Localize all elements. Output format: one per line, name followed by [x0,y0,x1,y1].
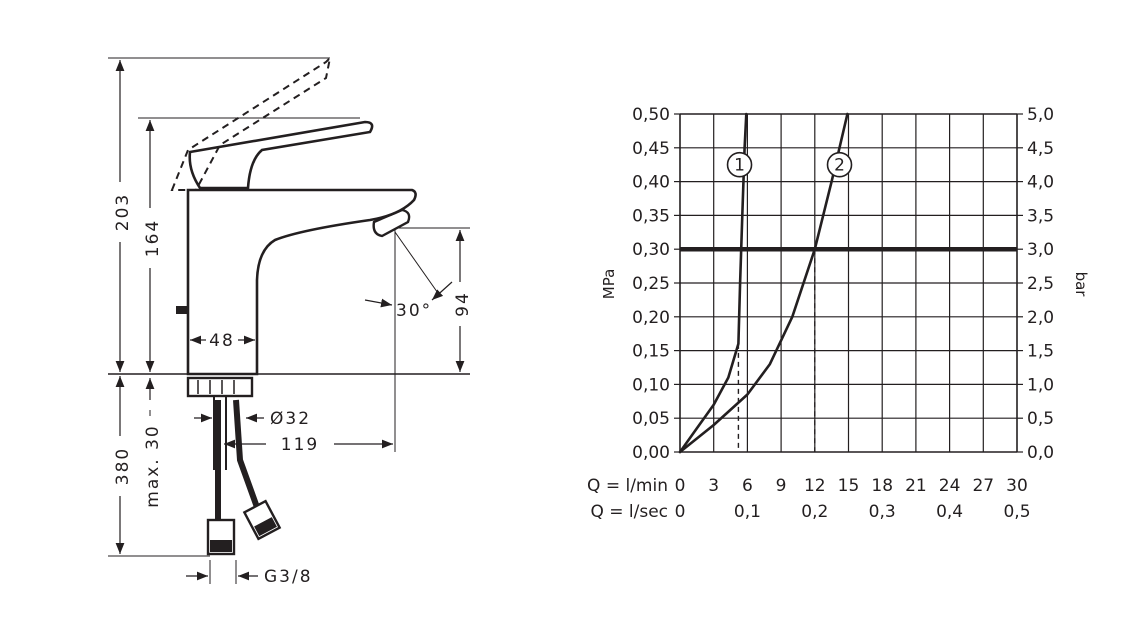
series-marker-1 [726,151,753,178]
lever-handle [188,120,374,190]
y-tick-left: 0,05 [632,409,670,429]
dim-connection-thread: G3/8 [264,567,313,587]
x-tick-min: 3 [708,476,719,496]
x-tick-sec: 0,1 [734,502,761,522]
lever-open-outline [170,54,332,191]
chart-grid [674,113,1023,453]
dim-body-width: 48 [209,331,235,351]
dim-spout-height: 94 [453,291,473,317]
y-tick-right: 0,5 [1027,409,1054,429]
y-tick-left: 0,50 [632,105,670,125]
y-tick-right: 1,0 [1027,375,1054,395]
faucet-body [186,188,417,376]
dim-spout-reach: 119 [281,435,319,455]
aerator [372,208,411,238]
y-tick-right: 4,0 [1027,173,1054,193]
y-tick-right: 4,5 [1027,139,1054,159]
x-tick-min: 21 [905,476,927,496]
y-tick-left: 0,00 [632,443,670,463]
x-tick-min: 15 [838,476,860,496]
y-tick-left: 0,25 [632,274,670,294]
y-axis-label-right: bar [1072,272,1090,298]
x-tick-min: 18 [871,476,893,496]
dim-max-deck: max. 30 [143,424,163,507]
y-tick-left: 0,30 [632,240,670,260]
y-tick-left: 0,45 [632,139,670,159]
y-tick-right: 2,5 [1027,274,1054,294]
dim-spray-angle: 30° [396,301,432,321]
dim-below-deck: 380 [113,447,133,485]
x-tick-min: 12 [804,476,826,496]
supply-hose-2 [233,399,261,512]
dim-thread-diameter: Ø32 [270,409,311,429]
x-tick-min: 9 [776,476,787,496]
y-tick-right: 0,0 [1027,443,1054,463]
x-axis-label-min: Q = l/min [587,476,668,496]
x-tick-sec: 0,2 [801,502,828,522]
dim-total-height: 203 [113,193,133,231]
x-tick-min: 27 [972,476,994,496]
y-tick-left: 0,35 [632,206,670,226]
y-tick-right: 3,0 [1027,240,1054,260]
x-tick-min: 24 [939,476,961,496]
x-tick-sec: 0,3 [869,502,896,522]
faucet-drawing: 203 164 94 48 30° Ø32 119 380 [108,54,473,587]
y-axis-label-left: MPa [600,269,618,300]
drain-knob [176,306,188,314]
x-tick-min: 0 [675,476,686,496]
series-marker-label-2: 2 [834,156,845,176]
x-axis-label-sec: Q = l/sec [590,502,668,522]
y-tick-right: 1,5 [1027,342,1054,362]
mount-nut [186,376,254,398]
y-tick-left: 0,40 [632,173,670,193]
series-marker-label-1: 1 [734,156,745,176]
x-tick-sec: 0 [675,502,686,522]
x-tick-min: 30 [1006,476,1028,496]
y-tick-right: 3,5 [1027,206,1054,226]
dim-lever-height: 164 [143,219,163,257]
y-tick-right: 5,0 [1027,105,1054,125]
x-tick-sec: 0,5 [1003,502,1030,522]
y-tick-left: 0,15 [632,342,670,362]
series-curve-2 [678,112,849,454]
x-tick-min: 6 [742,476,753,496]
y-tick-left: 0,10 [632,375,670,395]
y-tick-left: 0,20 [632,308,670,328]
y-tick-right: 2,0 [1027,308,1054,328]
x-tick-sec: 0,4 [936,502,963,522]
series-marker-2 [826,151,853,178]
